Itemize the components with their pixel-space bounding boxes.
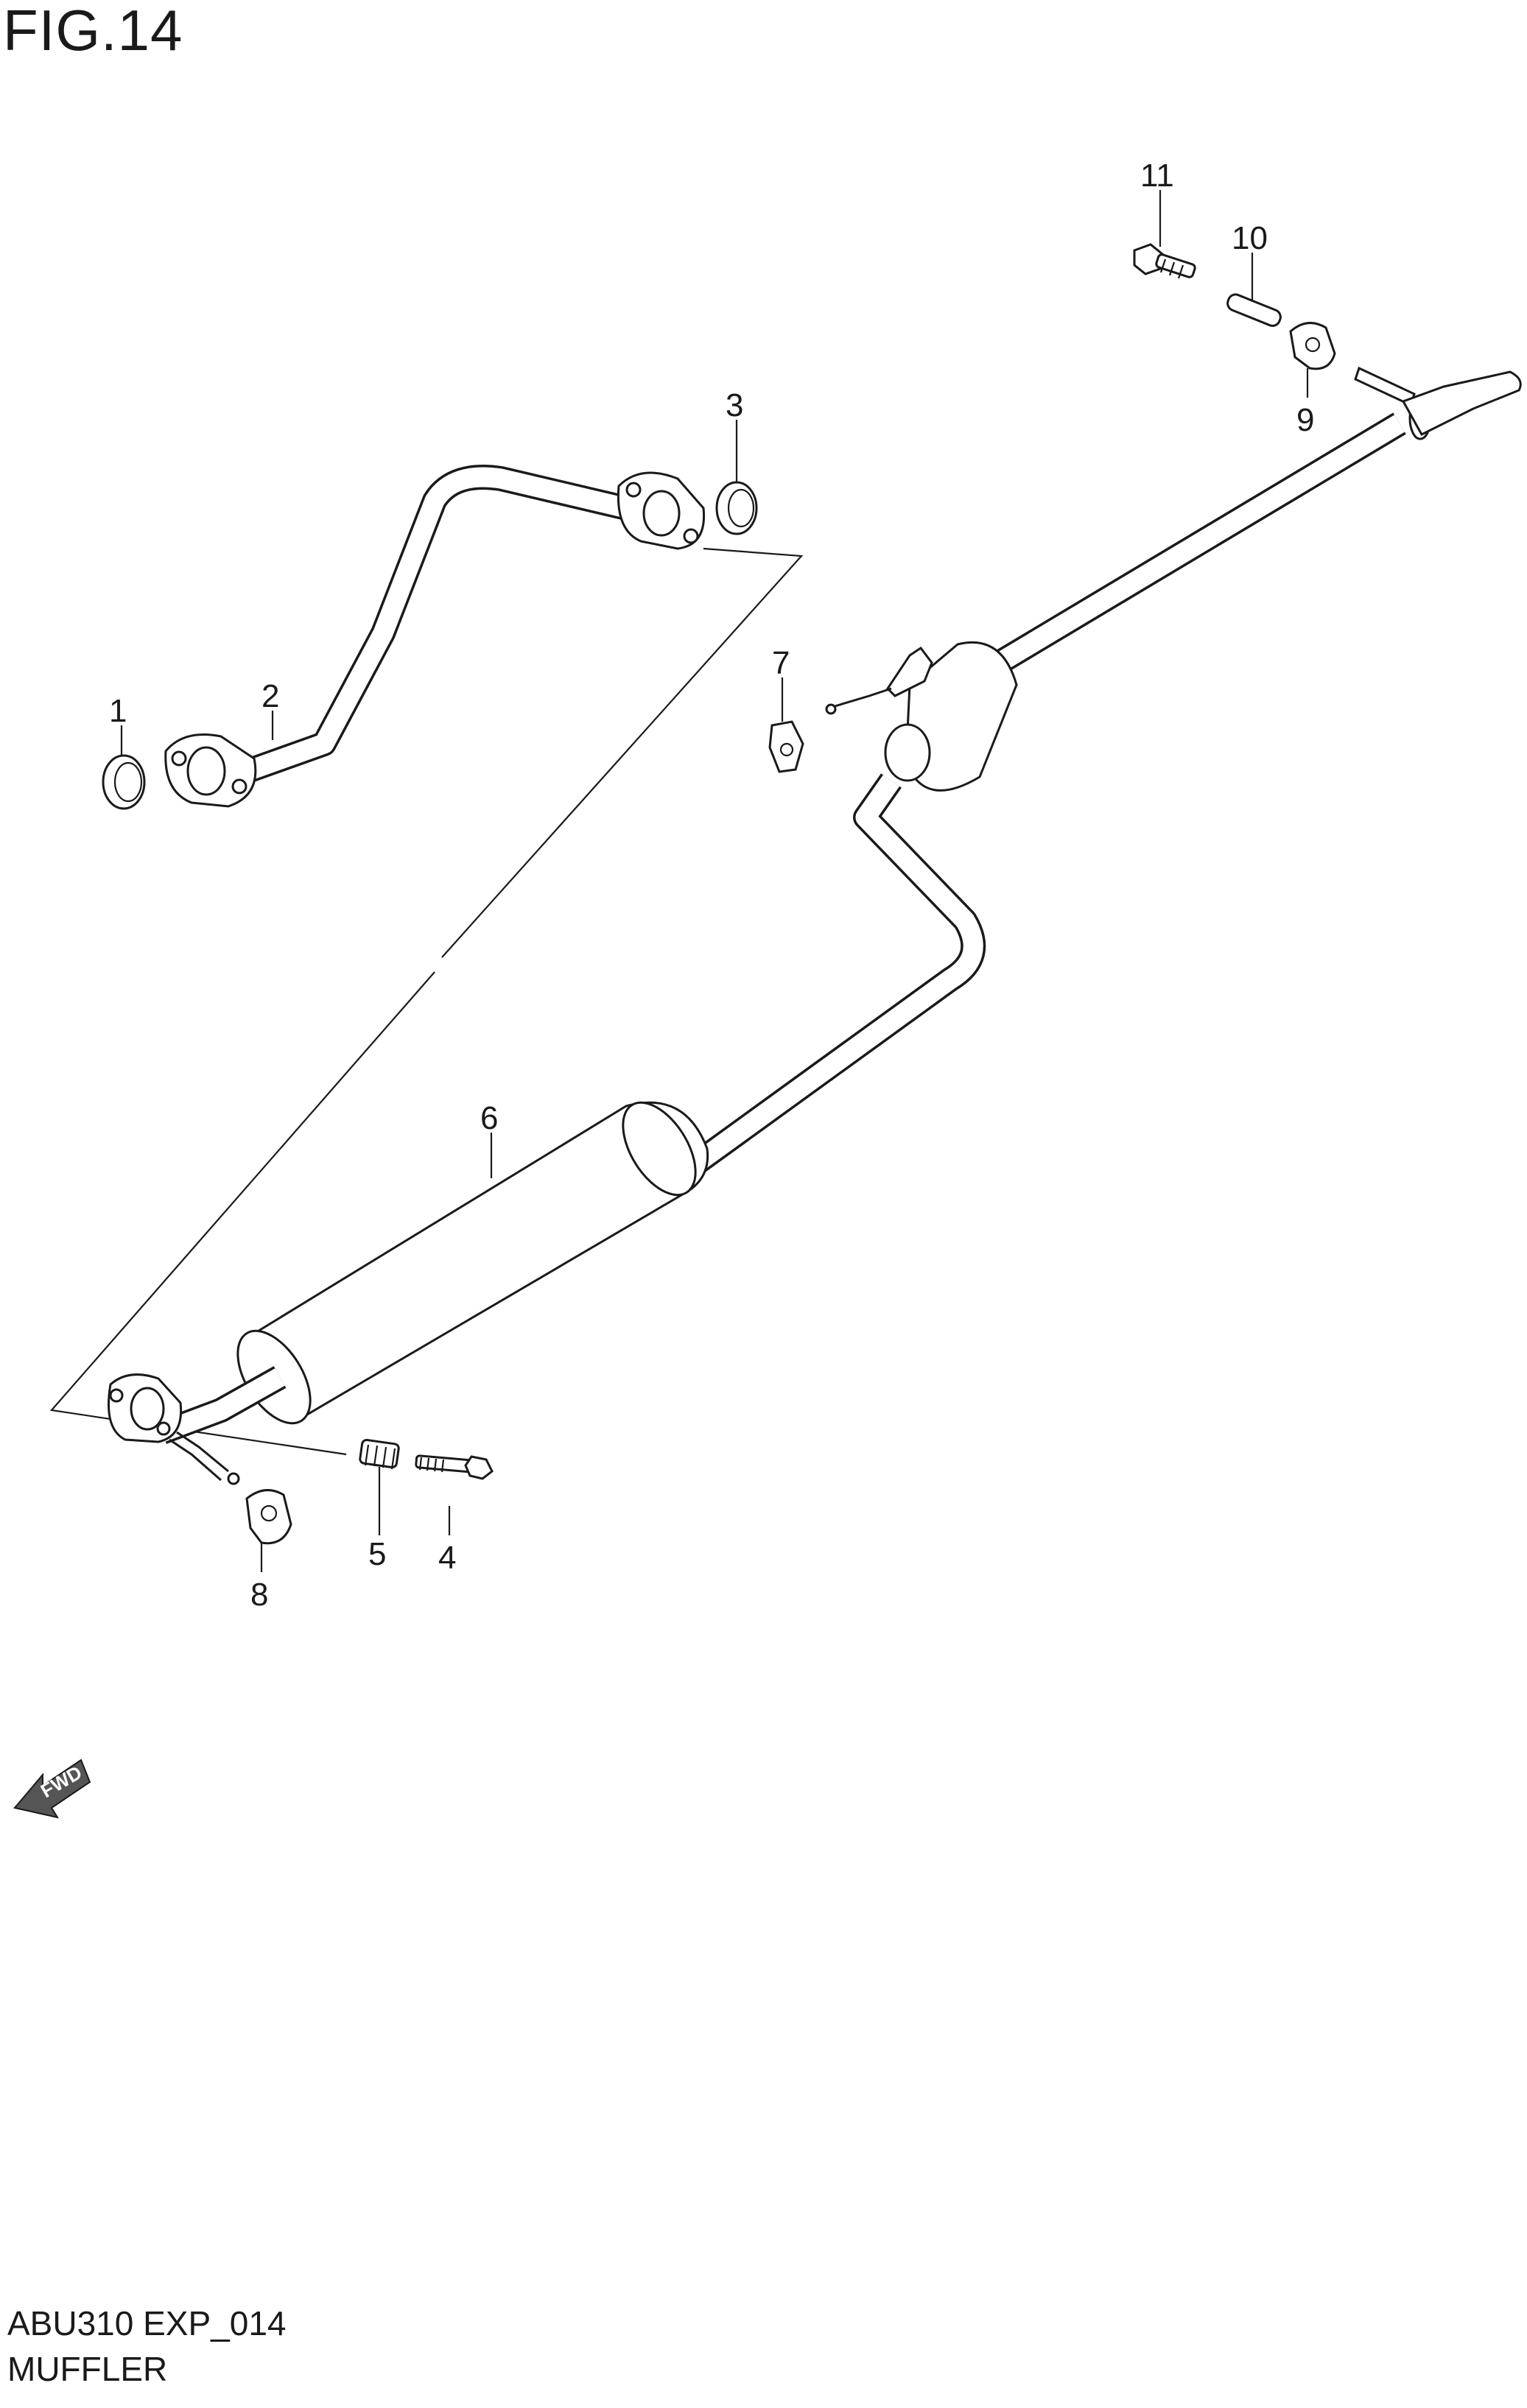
callout-5: 5 [368,1536,386,1572]
bolt-hanger [1133,243,1196,279]
callout-10: 10 [1232,220,1268,256]
callout-6: 6 [480,1100,498,1136]
front-pipe [164,465,706,808]
callout-2: 2 [261,678,279,714]
bracket [768,720,804,773]
hanger-rubber-front [245,1489,292,1545]
gasket-front [102,754,146,810]
diagram-name: MUFFLER [7,2350,168,2388]
callout-8: 8 [250,1577,268,1613]
muffler-assembly [108,366,1522,1485]
hanger-rubber-rear [1289,322,1336,370]
callout-7: 7 [772,645,790,681]
callout-11: 11 [1140,158,1174,194]
reference-lines [49,547,804,1456]
collar [1226,293,1282,327]
spring [359,1438,400,1470]
callout-1: 1 [109,693,127,729]
callout-9: 9 [1296,402,1314,438]
gasket-rear [715,481,758,535]
bolt-spring [415,1454,494,1480]
figure-title: FIG.14 [3,0,183,63]
fwd-arrow-icon: FWD [13,1759,91,1819]
diagram-code: ABU310 EXP_014 [7,2304,287,2342]
callout-4: 4 [438,1540,456,1576]
callout-3: 3 [726,387,743,423]
leader-lines [120,190,1309,1572]
